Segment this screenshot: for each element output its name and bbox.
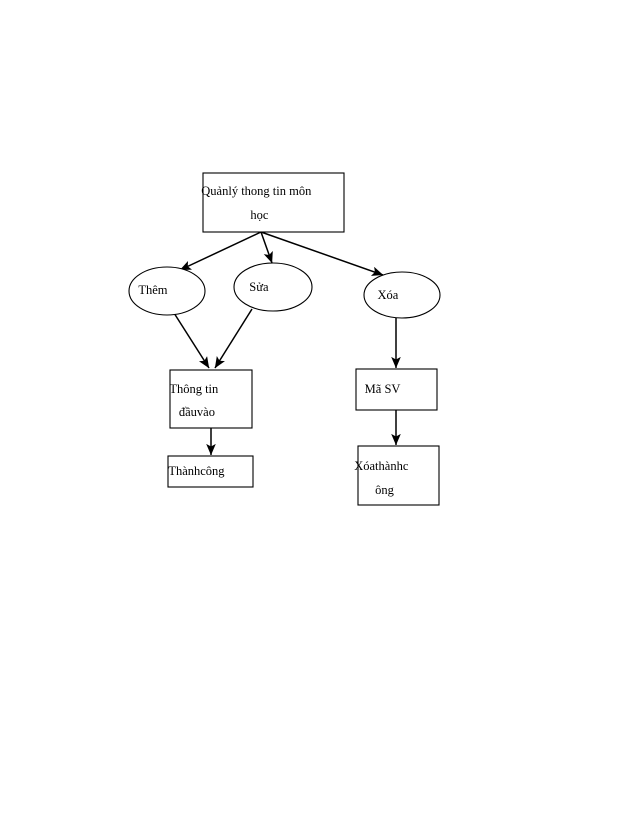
node-group: Quảnlý thong tin môn học Thêm Sửa — [128, 172, 443, 506]
node-label-sua-line-1: Sửa — [249, 280, 269, 294]
node-thanh-cong[interactable]: Thànhcông — [167, 455, 254, 488]
node-label-xoa: Xóa — [378, 288, 427, 302]
node-label-them-line-1: Thêm — [138, 283, 167, 297]
node-rect-thong-tin-dau-vao[interactable] — [169, 369, 253, 429]
node-label-root: Quảnlý thong tin môn học — [201, 184, 345, 222]
node-label-xoa-thanh-cong-line-1: Xóathànhc — [354, 459, 409, 473]
node-thong-tin-dau-vao[interactable]: Thông tin đầuvào — [169, 369, 253, 429]
node-rect-ma-sv[interactable] — [355, 368, 438, 411]
node-label-root-line-2: học — [250, 208, 269, 222]
node-rect-root[interactable] — [202, 172, 345, 233]
edge-group — [173, 231, 401, 456]
node-ellipse-sua[interactable] — [233, 262, 313, 312]
node-label-thong-tin-line-1: Thông tin — [169, 382, 219, 396]
node-them[interactable]: Thêm — [128, 266, 206, 316]
node-label-thanh-cong-line-1: Thànhcông — [168, 464, 225, 478]
edge-sua-to-thong-tin — [214, 308, 253, 369]
node-label-them: Thêm — [138, 283, 195, 297]
edge-root-to-xoa — [260, 231, 384, 276]
node-label-sua: Sửa — [249, 280, 296, 294]
node-label-root-line-1: Quảnlý thong tin môn — [201, 184, 312, 198]
node-label-thong-tin-dau-vao: Thông tin đầuvào — [169, 382, 252, 419]
node-xoa[interactable]: Xóa — [363, 271, 441, 319]
node-label-xoa-thanh-cong: Xóathànhc ông — [354, 459, 443, 497]
node-sua[interactable]: Sửa — [233, 262, 313, 312]
edge-root-to-sua — [260, 231, 273, 264]
node-ma-sv[interactable]: Mã SV — [355, 368, 438, 411]
node-label-ma-sv-line-1: Mã SV — [365, 382, 401, 396]
node-ellipse-them[interactable] — [128, 266, 206, 316]
node-quan-ly-thong-tin-mon-hoc[interactable]: Quảnlý thong tin môn học — [201, 172, 345, 233]
node-xoa-thanh-cong[interactable]: Xóathànhc ông — [354, 445, 443, 506]
node-rect-thanh-cong[interactable] — [167, 455, 254, 488]
node-ellipse-xoa[interactable] — [363, 271, 441, 319]
edge-them-to-thong-tin — [173, 312, 210, 369]
node-label-ma-sv: Mã SV — [365, 382, 429, 396]
node-label-xoa-line-1: Xóa — [378, 288, 399, 302]
node-rect-xoa-thanh-cong[interactable] — [357, 445, 440, 506]
node-label-xoa-thanh-cong-line-2: ông — [375, 483, 395, 497]
node-label-thanh-cong: Thànhcông — [168, 464, 252, 478]
node-label-thong-tin-line-2: đầuvào — [179, 405, 215, 419]
edge-root-to-them — [179, 231, 262, 271]
